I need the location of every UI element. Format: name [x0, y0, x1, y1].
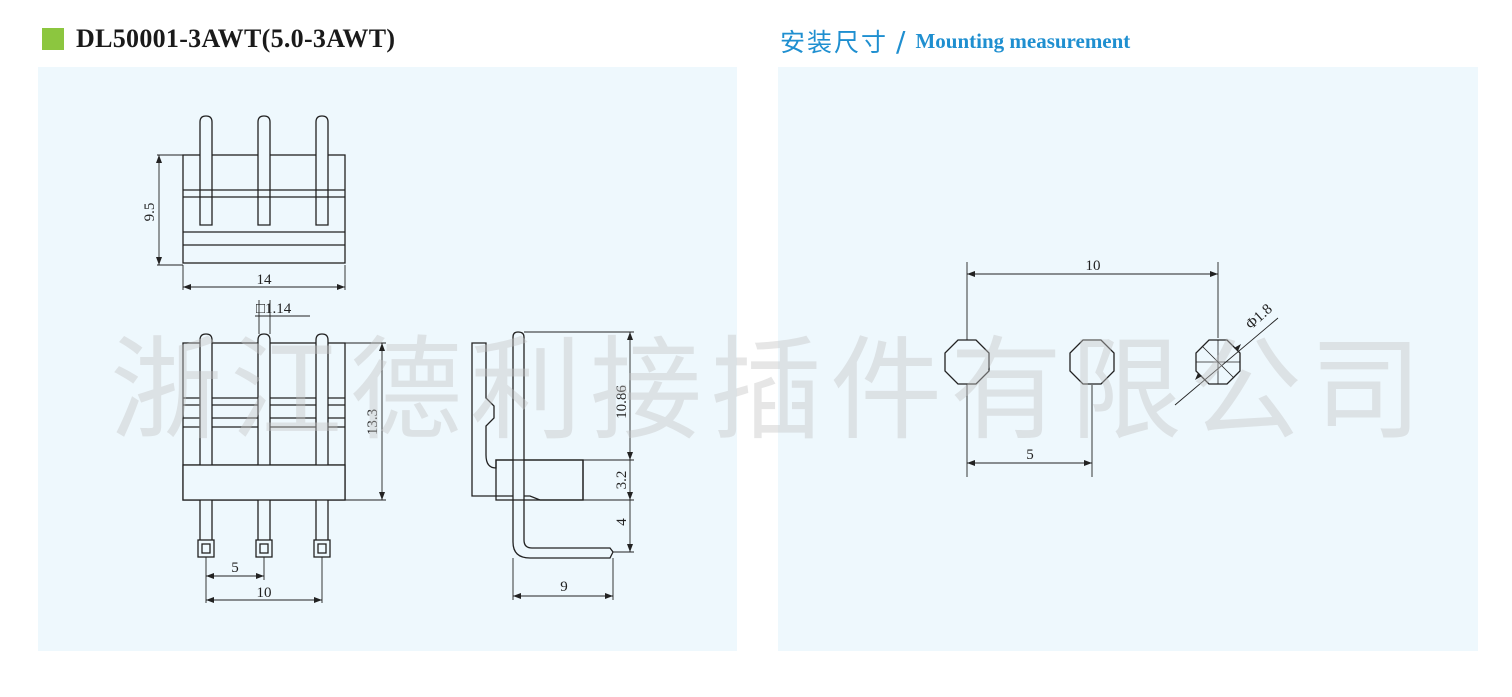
product-header: DL50001-3AWT(5.0-3AWT)	[42, 24, 395, 54]
dim-pin-square: □1.14	[256, 301, 292, 317]
front-view	[182, 300, 386, 603]
side-view-housing	[471, 342, 584, 501]
dim-top-height: 9.5	[142, 203, 158, 222]
mounting-layout	[944, 262, 1279, 477]
mount-dim-pitch: 5	[1026, 447, 1034, 463]
green-square-icon	[42, 28, 64, 50]
top-view-pin	[315, 115, 329, 226]
connector-drawing-panel	[38, 67, 737, 651]
top-view-pin	[199, 115, 213, 226]
dim-top-width: 14	[257, 272, 273, 288]
mount-dim-span: 10	[1086, 258, 1101, 274]
section-title-en: Mounting measurement	[915, 28, 1131, 53]
dim-side-lower: 4	[614, 518, 630, 526]
front-view-pin	[313, 333, 331, 558]
mounting-hole	[1069, 339, 1115, 385]
dim-side-body: 3.2	[614, 471, 630, 490]
dim-side-upper: 10.86	[614, 385, 630, 419]
dim-front-height: 13.3	[365, 409, 381, 435]
top-view	[157, 115, 346, 290]
mount-dim-diameter: Φ1.8	[1243, 301, 1276, 333]
mounting-hole	[944, 339, 990, 385]
side-view-pin	[512, 331, 614, 559]
front-view-pin	[197, 333, 215, 558]
dim-front-span: 10	[257, 585, 272, 601]
dim-front-pitch: 5	[231, 560, 239, 576]
mounting-header: 安装尺寸 / Mounting measurement	[780, 24, 1130, 58]
dim-side-length: 9	[560, 579, 568, 595]
product-title: DL50001-3AWT(5.0-3AWT)	[76, 24, 396, 53]
front-view-pin	[255, 333, 273, 558]
section-title-zh: 安装尺寸	[780, 28, 889, 57]
title-separator: /	[896, 24, 906, 58]
side-view	[471, 331, 634, 600]
top-view-pin	[257, 115, 271, 226]
mounting-drawing-panel	[778, 67, 1478, 651]
